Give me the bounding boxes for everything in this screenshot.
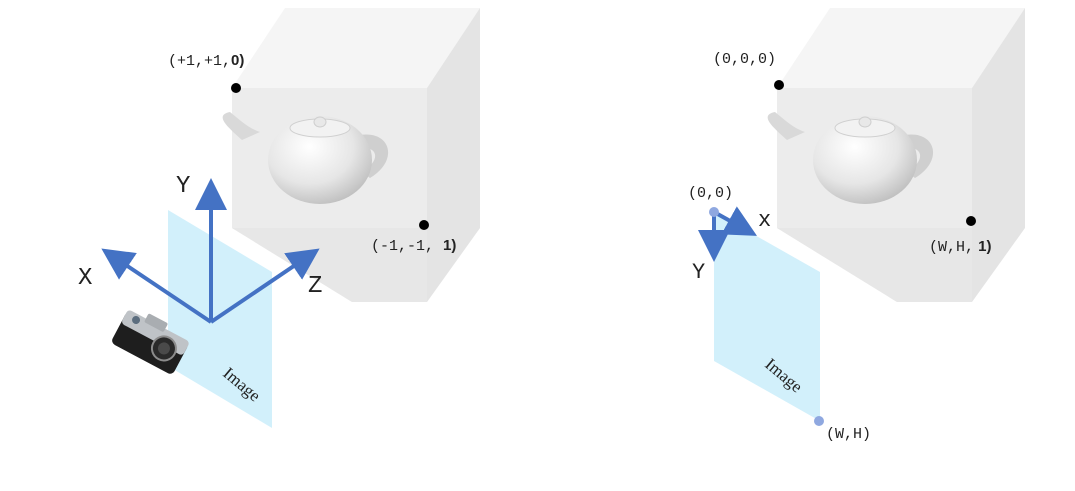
teapot-icon bbox=[767, 112, 934, 204]
corner-far-point bbox=[966, 216, 976, 226]
left-axes bbox=[101, 178, 320, 324]
axis-x-arrow bbox=[101, 248, 213, 324]
teapot-icon bbox=[222, 112, 389, 204]
corner-far-label-last: 1) bbox=[443, 237, 456, 254]
axis-x-label: X bbox=[78, 265, 92, 292]
image-origin-point bbox=[709, 207, 719, 217]
corner-far-point bbox=[419, 220, 429, 230]
image-end-point bbox=[814, 416, 824, 426]
right-panel: (0,0) x Y (W,H) Image (0,0,0) (W,H, 1) bbox=[688, 8, 1025, 443]
corner-near-label-last: 0) bbox=[231, 52, 244, 69]
corner-near-point bbox=[231, 83, 241, 93]
axis-y-label: Y bbox=[692, 260, 705, 285]
box-side-face bbox=[427, 8, 480, 302]
corner-far-label: (W,H, 1) bbox=[929, 238, 992, 256]
axis-x-label: x bbox=[758, 208, 771, 233]
axis-y-label: Y bbox=[176, 173, 190, 200]
corner-far-label: (-1,-1, 1) bbox=[371, 237, 456, 255]
box-side-face bbox=[972, 8, 1025, 302]
corner-near-point bbox=[774, 80, 784, 90]
corner-far-label-last: 1) bbox=[974, 238, 992, 255]
corner-far-label-prefix: (-1,-1, bbox=[371, 238, 443, 255]
corner-near-label: (0,0,0) bbox=[713, 51, 776, 68]
box-bottom-face bbox=[777, 228, 972, 302]
axis-z-label: Z bbox=[308, 273, 322, 300]
box-bottom-face bbox=[232, 228, 427, 302]
box-top-face bbox=[777, 8, 1025, 88]
left-image-plane bbox=[168, 210, 272, 428]
left-panel: Y X Z Image (+1,+1,0) (-1,-1, 1) bbox=[78, 8, 480, 428]
right-image-plane bbox=[714, 212, 820, 421]
image-origin-label: (0,0) bbox=[688, 185, 733, 202]
image-end-label: (W,H) bbox=[826, 426, 871, 443]
box-top-face bbox=[232, 8, 480, 88]
corner-near-label: (+1,+1,0) bbox=[168, 52, 244, 70]
axis-z-arrow bbox=[209, 248, 320, 324]
camera-icon bbox=[112, 310, 189, 374]
axis-x-arrow bbox=[713, 206, 757, 236]
corner-far-label-prefix: (W,H, bbox=[929, 239, 974, 256]
corner-near-label-prefix: (+1,+1, bbox=[168, 53, 231, 70]
right-axes bbox=[698, 206, 757, 262]
